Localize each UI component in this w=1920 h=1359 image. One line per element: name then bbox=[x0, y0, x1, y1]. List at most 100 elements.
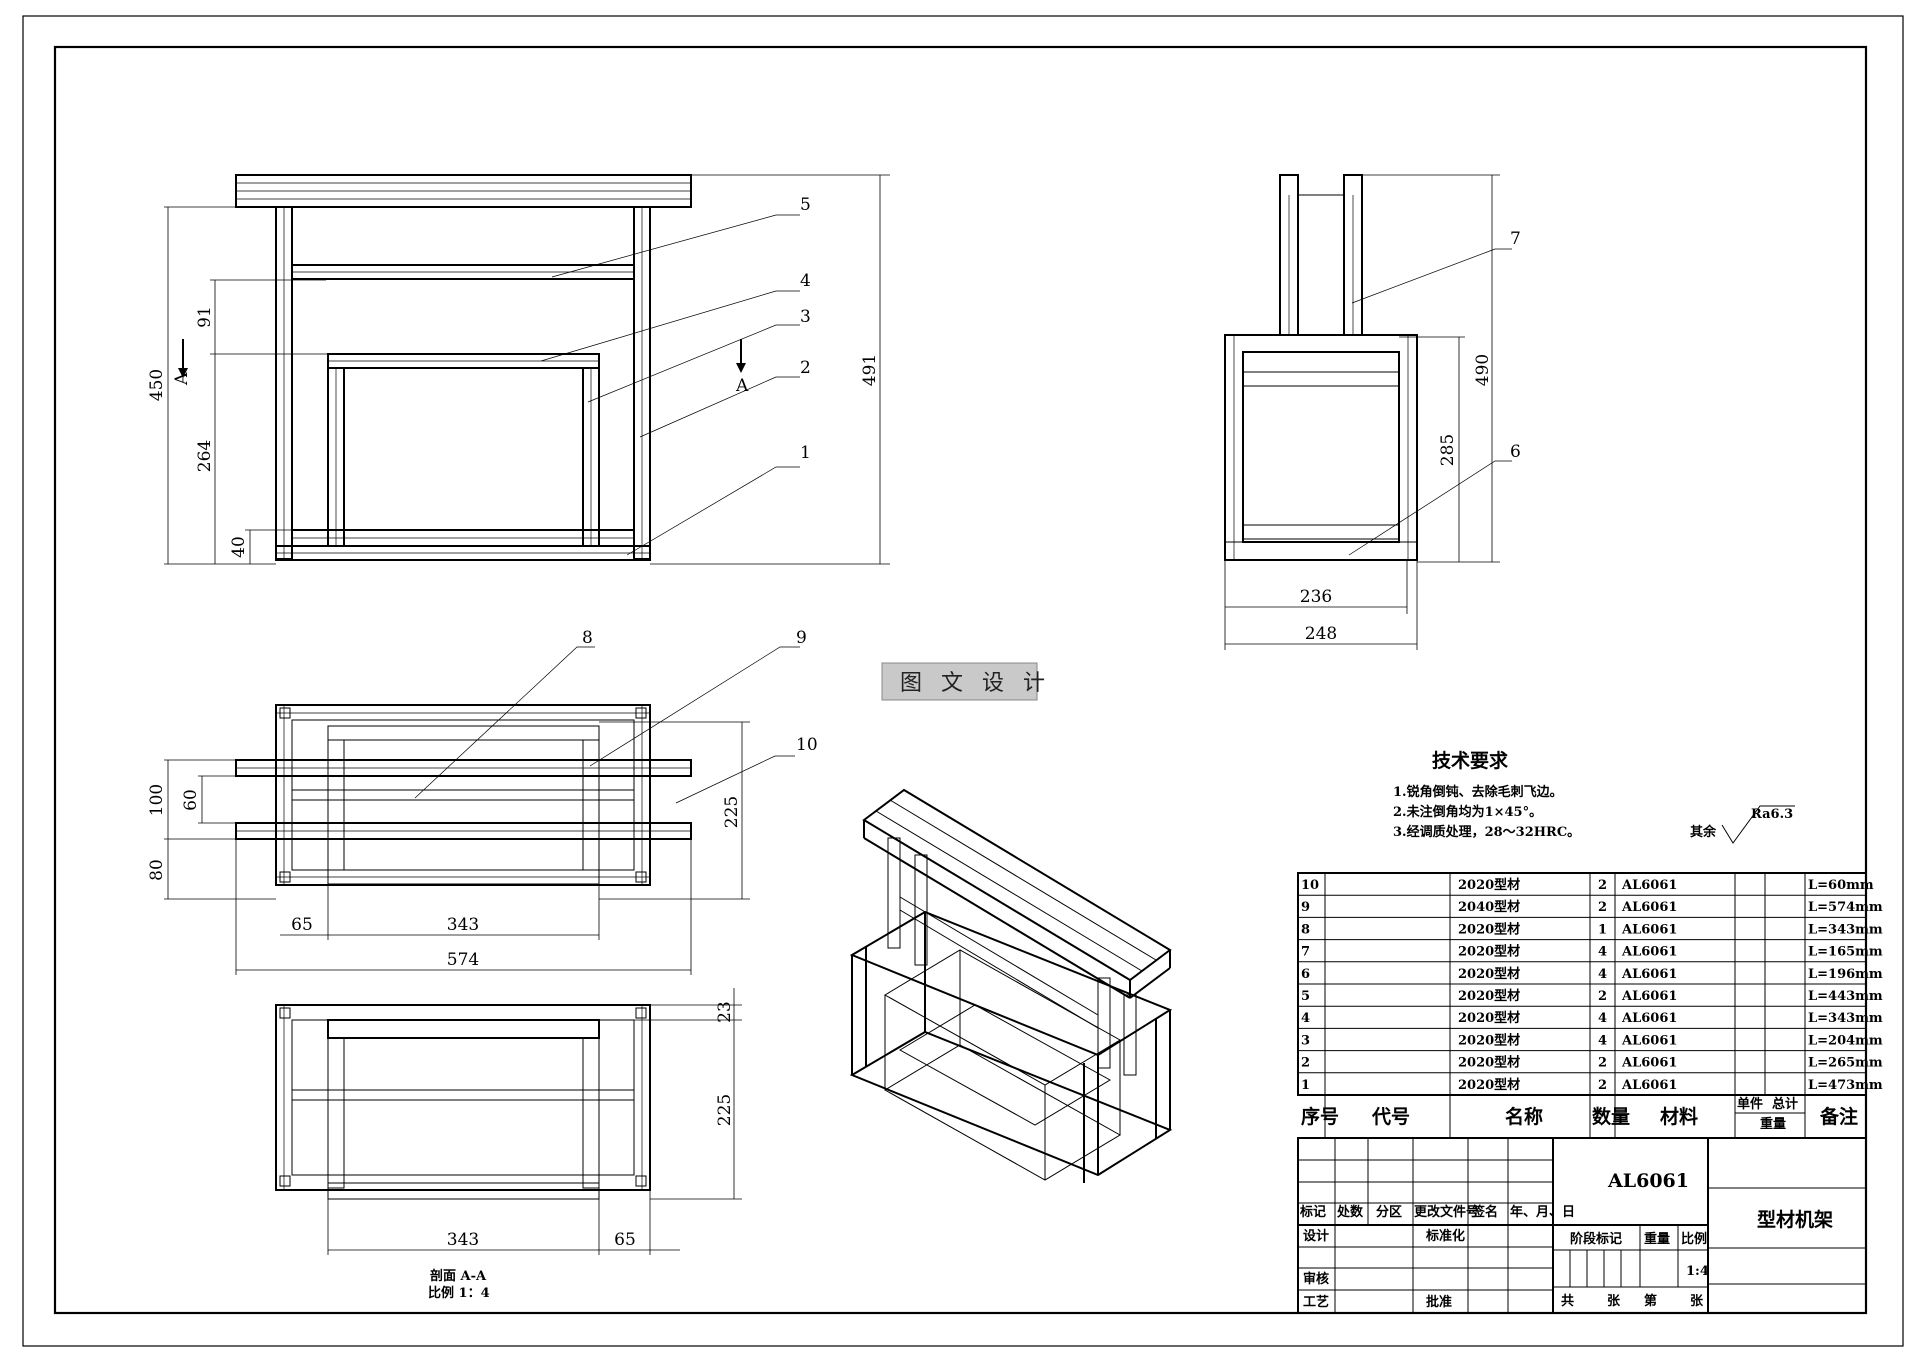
hdr-weight: 重量 bbox=[1760, 1116, 1786, 1132]
front-dim-40: 40 bbox=[229, 536, 249, 558]
section-dim-65: 65 bbox=[614, 1230, 636, 1250]
parts-cell-no: 10 bbox=[1301, 878, 1319, 893]
tech-requirements: 技术要求 1.锐角倒钝、去除毛刺飞边。 2.未注倒角均为1×45°。 3.经调质… bbox=[1393, 749, 1795, 844]
parts-cell-qty: 4 bbox=[1598, 945, 1607, 960]
parts-cell-note: L=574mm bbox=[1808, 900, 1883, 915]
hdr-no: 序号 bbox=[1301, 1105, 1339, 1128]
hdr-name: 名称 bbox=[1505, 1105, 1543, 1128]
parts-cell-material: AL6061 bbox=[1621, 945, 1677, 960]
parts-cell-material: AL6061 bbox=[1621, 989, 1677, 1004]
side-dim-236: 236 bbox=[1300, 587, 1332, 607]
parts-cell-no: 8 bbox=[1301, 922, 1310, 937]
parts-cell-note: L=265mm bbox=[1808, 1056, 1883, 1071]
hdr-code: 代号 bbox=[1371, 1106, 1410, 1128]
parts-cell-note: L=204mm bbox=[1808, 1033, 1883, 1048]
outer-border bbox=[22, 15, 1904, 1347]
parts-cell-no: 4 bbox=[1301, 1011, 1310, 1026]
parts-cell-name: 2020型材 bbox=[1458, 988, 1520, 1004]
hdr-note: 备注 bbox=[1819, 1105, 1858, 1128]
tag-8: 8 bbox=[582, 628, 593, 648]
top-dim-100: 100 bbox=[147, 784, 167, 816]
tb-total: 共 bbox=[1561, 1293, 1574, 1309]
section-mark-left: A bbox=[172, 372, 192, 386]
section-dim-23: 23 bbox=[715, 1001, 735, 1023]
parts-cell-qty: 2 bbox=[1598, 989, 1607, 1004]
parts-cell-qty: 2 bbox=[1598, 1078, 1607, 1093]
parts-cell-qty: 2 bbox=[1598, 878, 1607, 893]
parts-cell-material: AL6061 bbox=[1621, 1033, 1677, 1048]
parts-cell-qty: 4 bbox=[1598, 1011, 1607, 1026]
top-dim-60: 60 bbox=[181, 789, 201, 811]
parts-cell-no: 7 bbox=[1301, 945, 1310, 960]
roughness-symbol bbox=[1721, 805, 1795, 844]
watermark-text: 图 文 设 计 bbox=[900, 671, 1051, 696]
tb-page: 第 bbox=[1644, 1293, 1657, 1309]
parts-cell-qty: 2 bbox=[1598, 900, 1607, 915]
tag-7: 7 bbox=[1510, 229, 1521, 249]
tb-weight: 重量 bbox=[1644, 1231, 1670, 1247]
top-view: 100 60 80 225 65 343 574 8 9 10 bbox=[147, 628, 818, 975]
parts-cell-name: 2020型材 bbox=[1458, 1010, 1520, 1026]
front-dim-91: 91 bbox=[195, 306, 215, 328]
hdr-qty: 数量 bbox=[1592, 1105, 1630, 1128]
tag-9: 9 bbox=[796, 628, 807, 648]
section-caption-line2: 比例 1：4 bbox=[428, 1285, 490, 1301]
tb-process: 工艺 bbox=[1303, 1294, 1329, 1310]
parts-cell-name: 2020型材 bbox=[1458, 966, 1520, 982]
tb-zone: 分区 bbox=[1376, 1204, 1402, 1220]
title-block: 标记 处数 分区 更改文件号 签名 年、月、日 设计 标准化 审核 工艺 批准 … bbox=[1297, 1137, 1867, 1314]
watermark: 图 文 设 计 bbox=[881, 662, 1051, 701]
roughness-value: Ra6.3 bbox=[1751, 807, 1793, 822]
parts-cell-name: 2040型材 bbox=[1458, 899, 1520, 915]
top-dim-343: 343 bbox=[447, 915, 479, 935]
top-dim-225: 225 bbox=[722, 796, 742, 828]
tb-drawing-name: 型材机架 bbox=[1757, 1208, 1833, 1231]
parts-cell-name: 2020型材 bbox=[1458, 1032, 1520, 1048]
parts-cell-material: AL6061 bbox=[1621, 1056, 1677, 1071]
tb-scale: 比例 bbox=[1681, 1231, 1707, 1247]
parts-cell-qty: 4 bbox=[1598, 967, 1607, 982]
tech-title: 技术要求 bbox=[1432, 749, 1509, 772]
tag-3: 3 bbox=[800, 307, 811, 327]
parts-cell-no: 6 bbox=[1301, 967, 1310, 982]
parts-cell-name: 2020型材 bbox=[1458, 877, 1520, 893]
side-dim-248: 248 bbox=[1305, 624, 1337, 644]
parts-cell-material: AL6061 bbox=[1621, 878, 1677, 893]
tb-material: AL6061 bbox=[1607, 1170, 1689, 1192]
top-dim-65: 65 bbox=[291, 915, 313, 935]
parts-cell-note: L=165mm bbox=[1808, 945, 1883, 960]
section-mark-right: A bbox=[735, 376, 749, 396]
section-view: 23 225 343 65 剖面 A-A 比例 1：4 bbox=[275, 988, 742, 1301]
parts-cell-note: L=343mm bbox=[1808, 1011, 1883, 1026]
parts-cell-material: AL6061 bbox=[1621, 922, 1677, 937]
tb-standard: 标准化 bbox=[1425, 1228, 1465, 1244]
tech-item-2: 2.未注倒角均为1×45°。 bbox=[1393, 804, 1542, 820]
front-dim-491: 491 bbox=[860, 354, 880, 386]
tech-item-3: 3.经调质处理，28～32HRC。 bbox=[1393, 824, 1580, 840]
parts-cell-name: 2020型材 bbox=[1458, 1077, 1520, 1093]
tb-approve: 批准 bbox=[1426, 1294, 1452, 1310]
tb-stage: 阶段标记 bbox=[1570, 1231, 1622, 1247]
tag-10: 10 bbox=[796, 735, 818, 755]
roughness-label: 其余 bbox=[1690, 824, 1717, 840]
tag-2: 2 bbox=[800, 358, 811, 378]
side-dim-490: 490 bbox=[1473, 354, 1493, 386]
section-caption-line1: 剖面 A-A bbox=[430, 1268, 487, 1284]
tb-mark: 标记 bbox=[1299, 1204, 1326, 1220]
parts-cell-qty: 1 bbox=[1598, 922, 1607, 937]
tag-5: 5 bbox=[800, 195, 811, 215]
parts-cell-material: AL6061 bbox=[1621, 967, 1677, 982]
parts-cell-material: AL6061 bbox=[1621, 1011, 1677, 1026]
tb-check: 审核 bbox=[1303, 1271, 1329, 1287]
tb-sheet: 张 bbox=[1690, 1294, 1704, 1309]
hdr-unit: 单件 bbox=[1737, 1096, 1763, 1112]
tech-item-1: 1.锐角倒钝、去除毛刺飞边。 bbox=[1393, 784, 1563, 800]
parts-cell-qty: 2 bbox=[1598, 1056, 1607, 1071]
tb-date: 年、月、日 bbox=[1510, 1204, 1575, 1220]
tag-4: 4 bbox=[800, 271, 811, 291]
tb-count: 处数 bbox=[1336, 1204, 1364, 1220]
isometric-view bbox=[849, 788, 1173, 1183]
parts-cell-no: 2 bbox=[1301, 1056, 1310, 1071]
parts-cell-no: 1 bbox=[1301, 1078, 1310, 1093]
